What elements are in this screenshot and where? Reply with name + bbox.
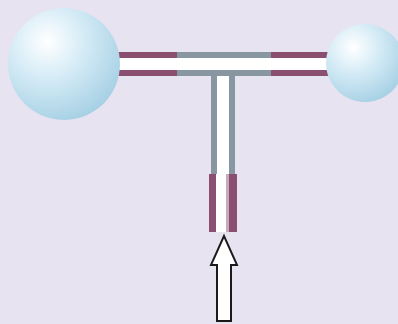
inlet-tube-segment [209, 174, 237, 232]
left-bulb [8, 8, 120, 120]
left-tube-segment [116, 52, 177, 76]
right-bulb [326, 24, 398, 102]
vertical-stem-tube [211, 72, 235, 176]
horizontal-tube [176, 52, 272, 76]
up-arrow-icon [209, 233, 239, 322]
right-tube-segment [271, 52, 331, 76]
